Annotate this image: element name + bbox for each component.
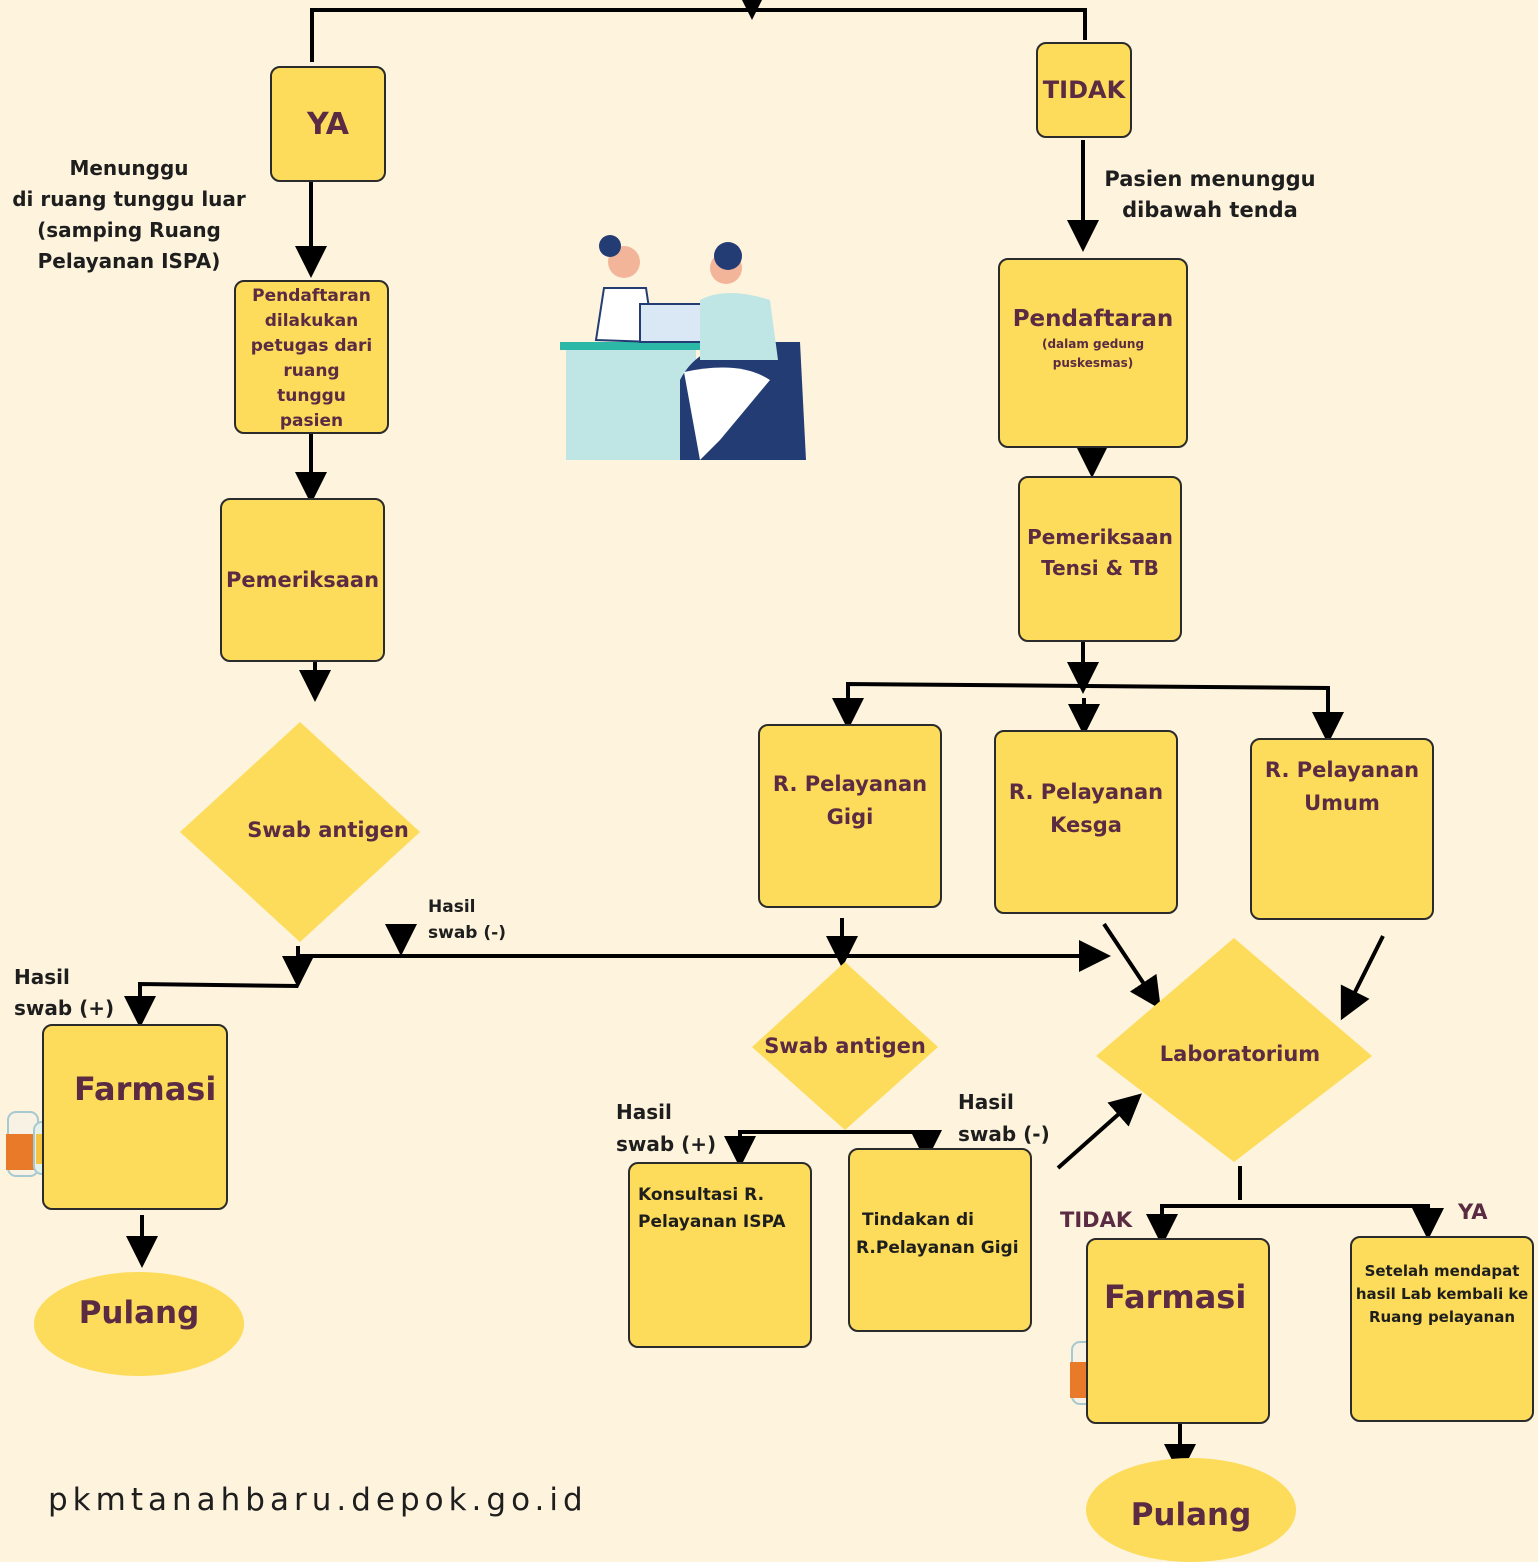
right-positive-label: Hasil swab (+) <box>616 1100 717 1156</box>
left-swab-label: Swab antigen <box>247 818 409 842</box>
left-pharmacy-box: Farmasi <box>42 1024 228 1210</box>
lab-label: Laboratorium <box>1159 1042 1321 1066</box>
left-home-ellipse: Pulang <box>34 1272 244 1376</box>
right-pharmacy-label: Farmasi <box>1104 1278 1247 1316</box>
lab-no-label: TIDAK <box>1060 1208 1133 1232</box>
room-kesga-box: R. Pelayanan Kesga <box>994 730 1178 914</box>
right-negative-label: Hasil swab (-) <box>958 1090 1050 1146</box>
right-swab-label: Swab antigen <box>764 1034 926 1058</box>
consultation-illustration <box>560 235 806 460</box>
left-negative-label: Hasil swab (-) <box>428 897 506 943</box>
room-umum-box: R. Pelayanan Umum <box>1250 738 1434 920</box>
left-wait-note: Menunggu di ruang tunggu luar (samping R… <box>12 156 246 273</box>
right-home-ellipse: Pulang <box>1086 1458 1296 1562</box>
ya-label: YA <box>306 106 350 142</box>
footer-url: pkmtanahbaru.depok.go.id <box>48 1482 588 1518</box>
after-lab-box: Setelah mendapat hasil Lab kembali ke Ru… <box>1350 1236 1534 1422</box>
swab-diamond-right <box>752 962 938 1130</box>
swab-diamond-left <box>180 722 420 942</box>
lab-diamond <box>1096 938 1372 1162</box>
tidak-box: TIDAK <box>1036 42 1132 138</box>
tidak-label: TIDAK <box>1042 76 1126 104</box>
left-pharmacy-label: Farmasi <box>74 1070 217 1108</box>
lab-yes-label: YA <box>1458 1200 1488 1224</box>
left-exam-box: Pemeriksaan <box>220 498 385 662</box>
gigi-action-box: Tindakan di R.Pelayanan Gigi <box>848 1148 1032 1332</box>
left-positive-label: Hasil swab (+) <box>14 965 115 1020</box>
right-pharmacy-box: Farmasi <box>1086 1238 1270 1424</box>
right-wait-note: Pasien menunggu dibawah tenda <box>1104 167 1316 222</box>
ispa-consult-box: Konsultasi R. Pelayanan ISPA <box>628 1162 812 1348</box>
right-registration-box: Pendaftaran (dalam gedung puskesmas) <box>998 258 1188 448</box>
ya-box: YA <box>270 66 386 182</box>
room-gigi-box: R. Pelayanan Gigi <box>758 724 942 908</box>
right-exam-box: Pemeriksaan Tensi & TB <box>1018 476 1182 642</box>
left-registration-box: Pendaftaran dilakukan petugas dari ruang… <box>234 280 389 434</box>
